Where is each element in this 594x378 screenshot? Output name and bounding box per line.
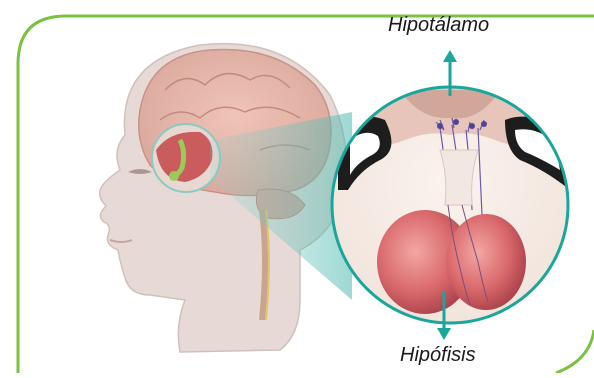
label-hipofisis: Hipófisis <box>400 344 476 367</box>
label-hipotalamo: Hipotálamo <box>388 14 489 37</box>
frame-corner <box>556 330 594 373</box>
